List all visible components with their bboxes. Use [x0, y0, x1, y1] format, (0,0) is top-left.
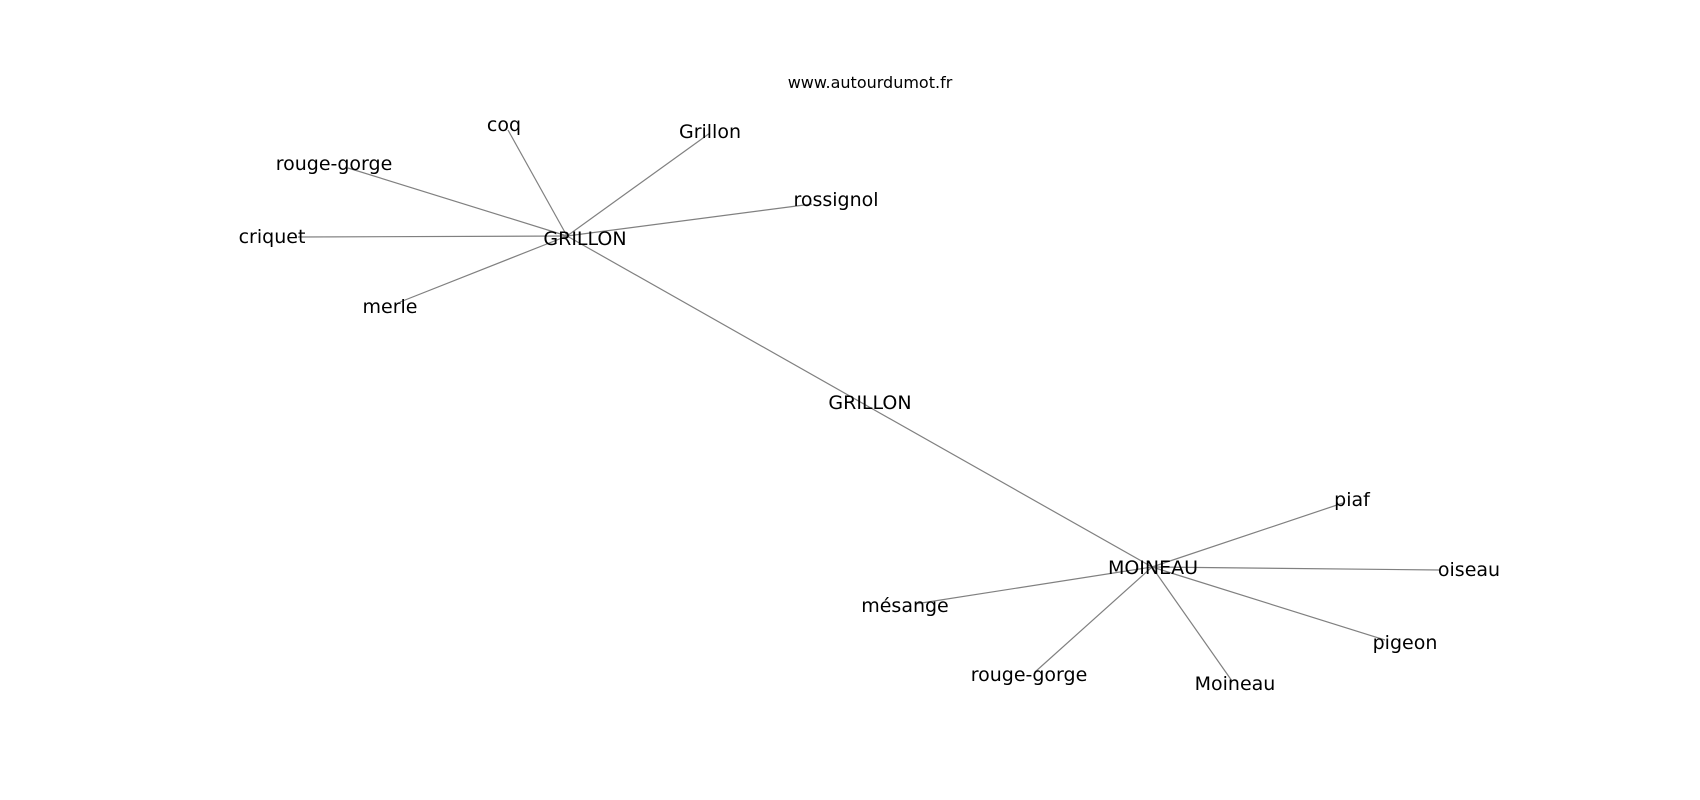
- node-label-moineau-hub[interactable]: MOINEAU: [1108, 557, 1198, 579]
- edge-moineau_hub-mesange: [914, 566, 1153, 605]
- edge-grillon_hub-rouge_gorge_1: [347, 167, 568, 237]
- node-label-coq[interactable]: coq: [487, 114, 521, 136]
- node-label-merle[interactable]: merle: [363, 296, 418, 318]
- node-label-criquet[interactable]: criquet: [239, 226, 306, 248]
- edge-grillon_hub-grillon_lc: [566, 132, 711, 237]
- edge-moineau_hub-oiseau: [1151, 566, 1441, 571]
- node-label-rouge-gorge-1[interactable]: rouge-gorge: [276, 153, 393, 175]
- site-credit: www.autourdumot.fr: [788, 73, 953, 92]
- edge-grillon_hub-criquet: [297, 235, 568, 238]
- node-label-piaf[interactable]: piaf: [1334, 489, 1371, 511]
- node-label-grillon-center[interactable]: GRILLON: [828, 392, 911, 414]
- node-label-oiseau[interactable]: oiseau: [1438, 559, 1500, 581]
- node-label-grillon-hub[interactable]: GRILLON: [543, 228, 626, 250]
- edge-layer: [297, 129, 1441, 682]
- node-label-moineau-lc[interactable]: Moineau: [1195, 673, 1276, 695]
- edge-moineau_hub-piaf: [1151, 502, 1344, 568]
- edge-moineau_hub-pigeon: [1151, 566, 1386, 641]
- node-label-mesange[interactable]: mésange: [861, 595, 949, 617]
- edge-grillon_hub-merle: [399, 235, 568, 303]
- edge-moineau_hub-rouge_gorge_2: [1034, 566, 1153, 673]
- node-label-grillon-lc[interactable]: Grillon: [679, 121, 741, 143]
- node-label-rossignol[interactable]: rossignol: [793, 189, 878, 211]
- node-label-rouge-gorge-2[interactable]: rouge-gorge: [971, 664, 1088, 686]
- edge-grillon_hub-coq: [507, 129, 568, 237]
- edge-grillon_hub-moineau_hub: [566, 235, 1153, 568]
- edge-moineau_hub-moineau_lc: [1151, 566, 1233, 682]
- edge-grillon_hub-rossignol: [566, 203, 813, 237]
- label-layer: GRILLON GRILLON MOINEAU coq Grillon rouge-gor…: [239, 114, 1500, 695]
- node-label-pigeon[interactable]: pigeon: [1373, 632, 1438, 654]
